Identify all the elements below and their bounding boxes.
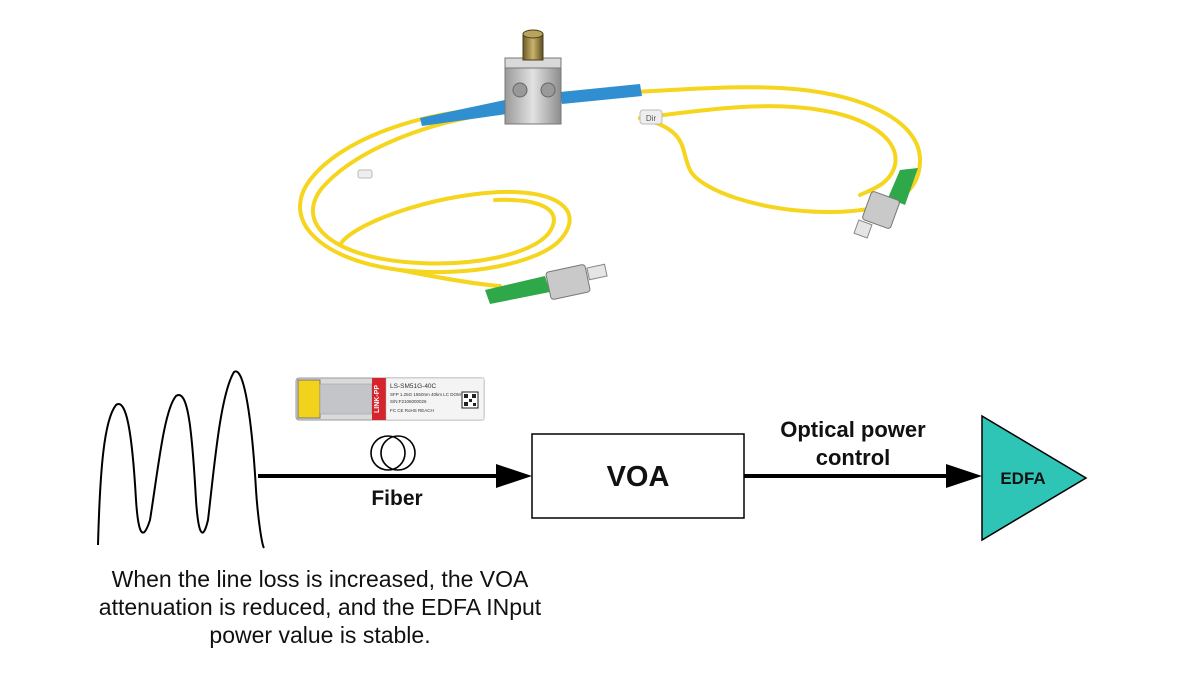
fiber-coil-icon — [370, 435, 416, 471]
fiber-label: Fiber — [371, 487, 422, 510]
power-control-arrow — [744, 464, 982, 488]
sfp-transceiver: LINK-PP LS-SM51G-40C SFP 1.25G 1550nm 40… — [295, 377, 485, 421]
sfp-model: LS-SM51G-40C — [390, 383, 437, 390]
blue-boot-left — [420, 100, 507, 126]
sfp-qr-code — [461, 391, 479, 409]
cable-sleeve-left — [357, 169, 373, 179]
voa-label: VOA — [607, 461, 670, 493]
blue-boot-right — [560, 84, 642, 104]
caption-line-3: power value is stable. — [209, 622, 431, 648]
optical-pulses-waveform — [97, 370, 265, 549]
edfa-label: EDFA — [1000, 469, 1045, 488]
cable-tag — [639, 109, 663, 125]
cable-tag-text: Dir — [646, 114, 657, 123]
fc-connector-right — [853, 168, 918, 239]
sfp-latch — [297, 379, 321, 419]
fiber-arrow — [258, 464, 532, 488]
sfp-brand-stripe — [372, 378, 386, 420]
edfa-amplifier-triangle — [981, 414, 1088, 542]
adjustment-knob — [522, 29, 544, 61]
caption-line-2: attenuation is reduced, and the EDFA INp… — [98, 594, 542, 620]
sfp-brand: LINK-PP — [374, 385, 381, 413]
sfp-spec: SFP 1.25G 1550nm 40km LC DOM — [390, 392, 461, 397]
attenuator-body — [504, 57, 562, 125]
optical-power-label-line1: Optical power — [780, 417, 926, 442]
fc-connector-bottom — [485, 263, 608, 304]
caption-line-1: When the line loss is increased, the VOA — [111, 566, 529, 592]
yellow-fiber-cable — [298, 85, 923, 288]
optical-power-label-line2: control — [816, 445, 891, 470]
explanation-caption: When the line loss is increased, the VOA… — [60, 565, 580, 649]
sfp-marks: FC CE RoHS REACH — [390, 408, 434, 413]
voa-product-photo: Dir — [298, 29, 923, 304]
sfp-serial: S/N:F2106000026 — [390, 399, 427, 404]
voa-box — [531, 433, 745, 519]
